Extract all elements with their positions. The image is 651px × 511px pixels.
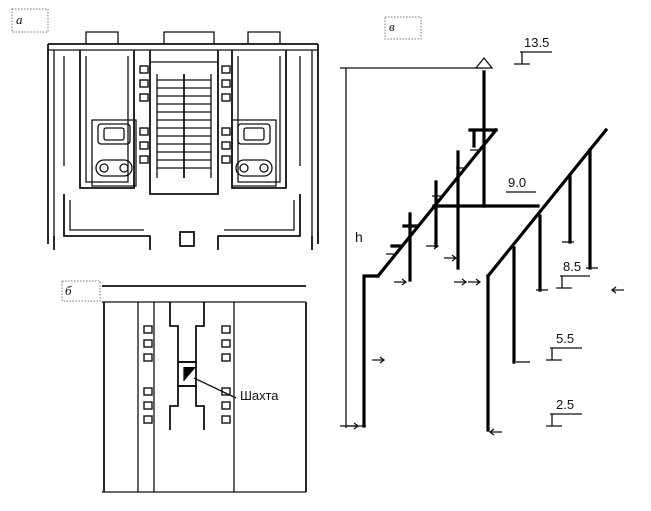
left-step-marks <box>386 149 480 255</box>
plan-b-upper-core <box>169 302 205 363</box>
panel-v-label-box <box>384 16 422 40</box>
panel-b-label-box <box>61 280 101 302</box>
level-5-5-label: 5.5 <box>556 331 574 346</box>
level-13-5: 13.5 <box>514 35 552 65</box>
panel-a-label-box <box>11 8 49 33</box>
level-8-5-label: 8.5 <box>563 259 581 274</box>
shaft-label: Шахта <box>240 388 279 403</box>
plan-a-left-room-inner <box>85 56 129 183</box>
level-8-5: 8.5 <box>556 259 590 289</box>
plan-a: а <box>11 8 319 250</box>
plan-a-lower-right-wall <box>217 194 313 250</box>
plan-a-right-room-inner <box>237 56 281 183</box>
plan-b-lower-core <box>169 385 205 430</box>
left-stub-1 <box>468 128 498 148</box>
level-2-5-label: 2.5 <box>556 397 574 412</box>
plan-b-shaft-fill <box>184 367 196 381</box>
scheme-v: в h <box>340 16 624 436</box>
plan-b-shaft-box <box>177 361 197 387</box>
left-branch-drop <box>362 274 380 428</box>
plan-b-outer-walls <box>103 302 307 492</box>
plan-a-openings <box>139 65 231 164</box>
panel-v-label: в <box>389 19 395 34</box>
level-9-0: 9.0 <box>506 175 536 193</box>
plan-a-left-room <box>79 50 135 189</box>
plan-a-stair-treads <box>157 79 211 169</box>
plan-b-shaft-leader <box>193 377 237 399</box>
plan-b-openings <box>143 325 231 424</box>
plan-a-right-room <box>231 50 287 189</box>
plan-a-lower-left-wall <box>53 194 151 250</box>
plan-a-column <box>179 231 195 247</box>
level-5-5: 5.5 <box>546 331 582 361</box>
right-diagonal-branch <box>485 127 609 279</box>
panel-b-label: б <box>65 283 72 298</box>
inflow-arrows <box>346 241 624 436</box>
level-13-5-label: 13.5 <box>524 35 549 50</box>
height-label: h <box>355 229 363 245</box>
plan-a-stairwell <box>149 50 219 195</box>
plan-a-left-fixtures <box>91 119 137 187</box>
plan-a-stair-sides <box>156 74 212 178</box>
plan-a-right-fixtures <box>231 119 277 187</box>
plan-a-lower-right-inner <box>224 200 295 231</box>
panel-a-label: а <box>16 12 23 27</box>
level-2-5: 2.5 <box>546 397 582 427</box>
level-9-0-label: 9.0 <box>508 175 526 190</box>
riser-top-cap <box>474 56 494 69</box>
plan-a-lower-left-inner <box>69 200 144 231</box>
plan-b: б Шахта <box>61 280 307 493</box>
plan-a-top-notches <box>85 31 281 44</box>
